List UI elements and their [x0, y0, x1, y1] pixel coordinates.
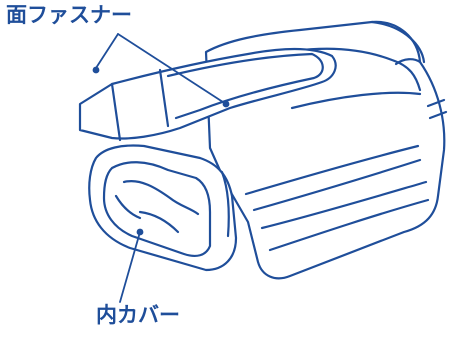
- fastener-leader-line: [117, 33, 227, 105]
- cuff-side-contour: [290, 91, 422, 110]
- cover-pointer-dot: [136, 228, 144, 236]
- fastener-panel-divider: [158, 68, 170, 128]
- inner-cover-fold: [114, 194, 142, 220]
- opening-inner-rim: [220, 170, 230, 238]
- inner-cover-fold: [138, 210, 180, 234]
- cuff-contour-line: [252, 158, 422, 212]
- fastener-panel-divider: [110, 82, 122, 142]
- cuff-detail-mark: [426, 98, 446, 108]
- fastener-strip: [78, 47, 337, 140]
- inner-cover-rim: [102, 161, 212, 257]
- fastener-pointer-dot: [92, 66, 100, 74]
- cuff-contour-line: [260, 180, 428, 230]
- cuff-opening-outer: [88, 144, 238, 272]
- fastener-pointer-dot: [222, 100, 230, 108]
- cuff-end-cap: [370, 20, 426, 64]
- fastener-leader-line: [95, 33, 119, 69]
- inner-cover-fold: [122, 180, 200, 216]
- face-fastener-label: 面ファスナー: [6, 3, 132, 27]
- fastener-panel-inner: [166, 52, 324, 120]
- cuff-contour-line: [244, 144, 420, 196]
- cover-leader-line: [119, 231, 141, 303]
- cuff-detail-mark: [428, 110, 448, 120]
- inner-cover-label: 内カバー: [96, 303, 180, 327]
- cuff-contour-line: [268, 198, 430, 252]
